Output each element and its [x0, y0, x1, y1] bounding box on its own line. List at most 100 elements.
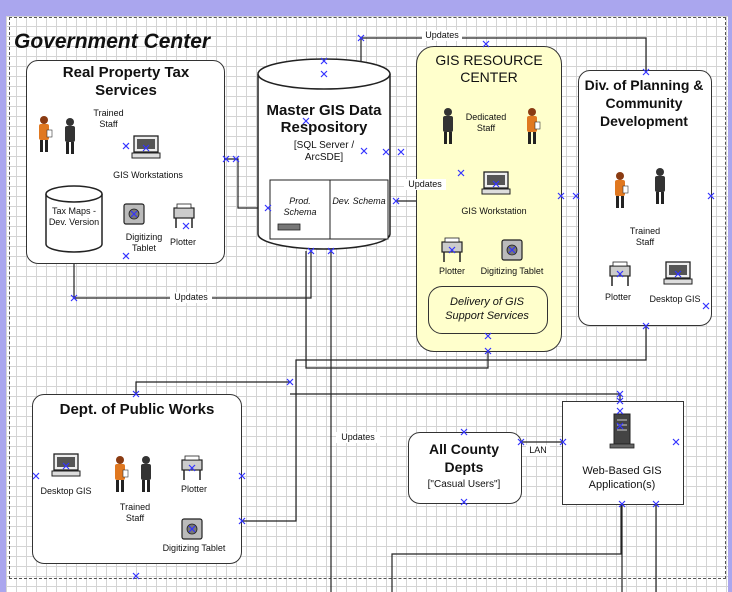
- connector-label-lan: LAN: [526, 445, 550, 456]
- selection-marker-icon: [302, 117, 310, 125]
- gis-resource-workstation-label: GIS Workstation: [461, 206, 527, 216]
- repository-subtitle: [SQL Server / ArcSDE]: [293, 140, 355, 163]
- selection-marker-icon: [307, 247, 315, 255]
- selection-marker-icon: [397, 148, 405, 156]
- selection-markers: [32, 34, 715, 580]
- repository-cylinder: [257, 58, 391, 250]
- county-box: [408, 432, 522, 504]
- selection-marker-icon: [222, 155, 230, 163]
- prod-schema-label: Prod. Schema: [283, 196, 317, 217]
- selection-marker-icon: [559, 438, 567, 446]
- selection-marker-icon: [616, 270, 624, 278]
- selection-marker-icon: [264, 204, 272, 212]
- selection-marker-icon: [132, 572, 140, 580]
- selection-marker-icon: [232, 155, 240, 163]
- public-works-staff-label: Trained Staff: [119, 502, 151, 523]
- repository-title: Master GIS Data Respository: [266, 102, 382, 136]
- gis-support-box: [428, 286, 548, 334]
- planning-title: Div. of Planning & Community Development: [584, 77, 704, 129]
- selection-marker-icon: [616, 422, 624, 430]
- selection-marker-icon: [62, 462, 70, 470]
- selection-marker-icon: [122, 142, 130, 150]
- selection-marker-icon: [188, 464, 196, 472]
- selection-marker-icon: [286, 378, 294, 386]
- selection-marker-icon: [492, 180, 500, 188]
- selection-marker-icon: [642, 68, 650, 76]
- selection-marker-icon: [517, 438, 525, 446]
- connector-planning-down: [242, 326, 647, 522]
- selection-marker-icon: [182, 222, 190, 230]
- selection-marker-icon: [460, 498, 468, 506]
- selection-marker-icon: [238, 517, 246, 525]
- gis-resource-plotter-label: Plotter: [438, 266, 465, 276]
- government-center-title: Government Center: [14, 30, 211, 53]
- selection-marker-icon: [448, 246, 456, 254]
- public-works-digitizing-label: Digitizing Tablet: [162, 543, 226, 553]
- selection-marker-icon: [142, 144, 150, 152]
- selection-marker-icon: [320, 70, 328, 78]
- selection-marker-icon: [357, 34, 365, 42]
- public-works-desktop-label: Desktop GIS: [40, 486, 92, 496]
- connector-label-updates-top: Updates: [422, 30, 462, 41]
- connector-label-updates-resource: Updates: [404, 179, 446, 190]
- connector-tax-to-repo: [224, 158, 268, 209]
- selection-marker-icon: [130, 210, 138, 218]
- gis-resource-title: GIS RESOURCE CENTER: [435, 52, 543, 85]
- county-title: All County Depts: [429, 441, 499, 475]
- county-subtitle: ["Casual Users"]: [427, 479, 501, 490]
- selection-marker-icon: [238, 472, 246, 480]
- selection-marker-icon: [484, 347, 492, 355]
- real-property-staff-label: Trained Staff: [93, 108, 124, 129]
- selection-marker-icon: [618, 500, 626, 508]
- selection-marker-icon: [482, 40, 490, 48]
- real-property-digitizing-label: Digitizing Tablet: [125, 232, 163, 253]
- real-property-workstations-label: GIS Workstations: [113, 170, 183, 180]
- selection-marker-icon: [320, 57, 328, 65]
- selection-marker-icon: [392, 197, 400, 205]
- connector-label-updates-middle: Updates: [336, 432, 380, 443]
- government-center-frame: [9, 17, 726, 579]
- selection-marker-icon: [382, 148, 390, 156]
- connector-bottom-1: [391, 504, 622, 592]
- selection-marker-icon: [707, 192, 715, 200]
- selection-marker-icon: [674, 270, 682, 278]
- selection-marker-icon: [672, 438, 680, 446]
- selection-marker-icon: [616, 407, 624, 415]
- selection-marker-icon: [616, 390, 624, 398]
- selection-marker-icon: [557, 192, 565, 200]
- selection-marker-icon: [188, 525, 196, 533]
- gis-resource-staff-label: Dedicated Staff: [465, 112, 507, 133]
- selection-marker-icon: [122, 252, 130, 260]
- selection-marker-icon: [327, 247, 335, 255]
- selection-marker-icon: [652, 500, 660, 508]
- gis-support-label: Delivery of GIS Support Services: [445, 296, 529, 322]
- planning-desktop-label: Desktop GIS: [649, 294, 701, 304]
- public-works-plotter-label: Plotter: [180, 484, 207, 494]
- selection-marker-icon: [572, 192, 580, 200]
- selection-marker-icon: [484, 332, 492, 340]
- tax-maps-cylinder: [45, 185, 103, 253]
- tax-maps-label: Tax Maps - Dev. Version: [48, 206, 100, 227]
- gis-resource-digitizing-label: Digitizing Tablet: [480, 266, 544, 276]
- dev-schema-label: Dev. Schema: [332, 196, 386, 206]
- selection-marker-icon: [702, 302, 710, 310]
- planning-staff-label: Trained Staff: [629, 226, 661, 247]
- real-property-title: Real Property Tax Services: [62, 64, 190, 99]
- diagram-canvas: Government Center: [6, 16, 728, 592]
- selection-marker-icon: [32, 472, 40, 480]
- connector-label-updates-bottom: Updates: [170, 292, 212, 303]
- planning-plotter-label: Plotter: [604, 292, 631, 302]
- selection-marker-icon: [616, 397, 624, 405]
- selection-marker-icon: [132, 390, 140, 398]
- public-works-title: Dept. of Public Works: [59, 401, 215, 418]
- real-property-plotter-label: Plotter: [169, 237, 196, 247]
- selection-marker-icon: [360, 147, 368, 155]
- selection-marker-icon: [457, 169, 465, 177]
- web-gis-label: Web-Based GIS Application(s): [582, 465, 662, 491]
- selection-marker-icon: [508, 246, 516, 254]
- connector-publicworks: [135, 381, 290, 394]
- public-works-box: [32, 394, 242, 564]
- selection-marker-icon: [70, 294, 78, 302]
- selection-marker-icon: [460, 428, 468, 436]
- selection-marker-icon: [642, 322, 650, 330]
